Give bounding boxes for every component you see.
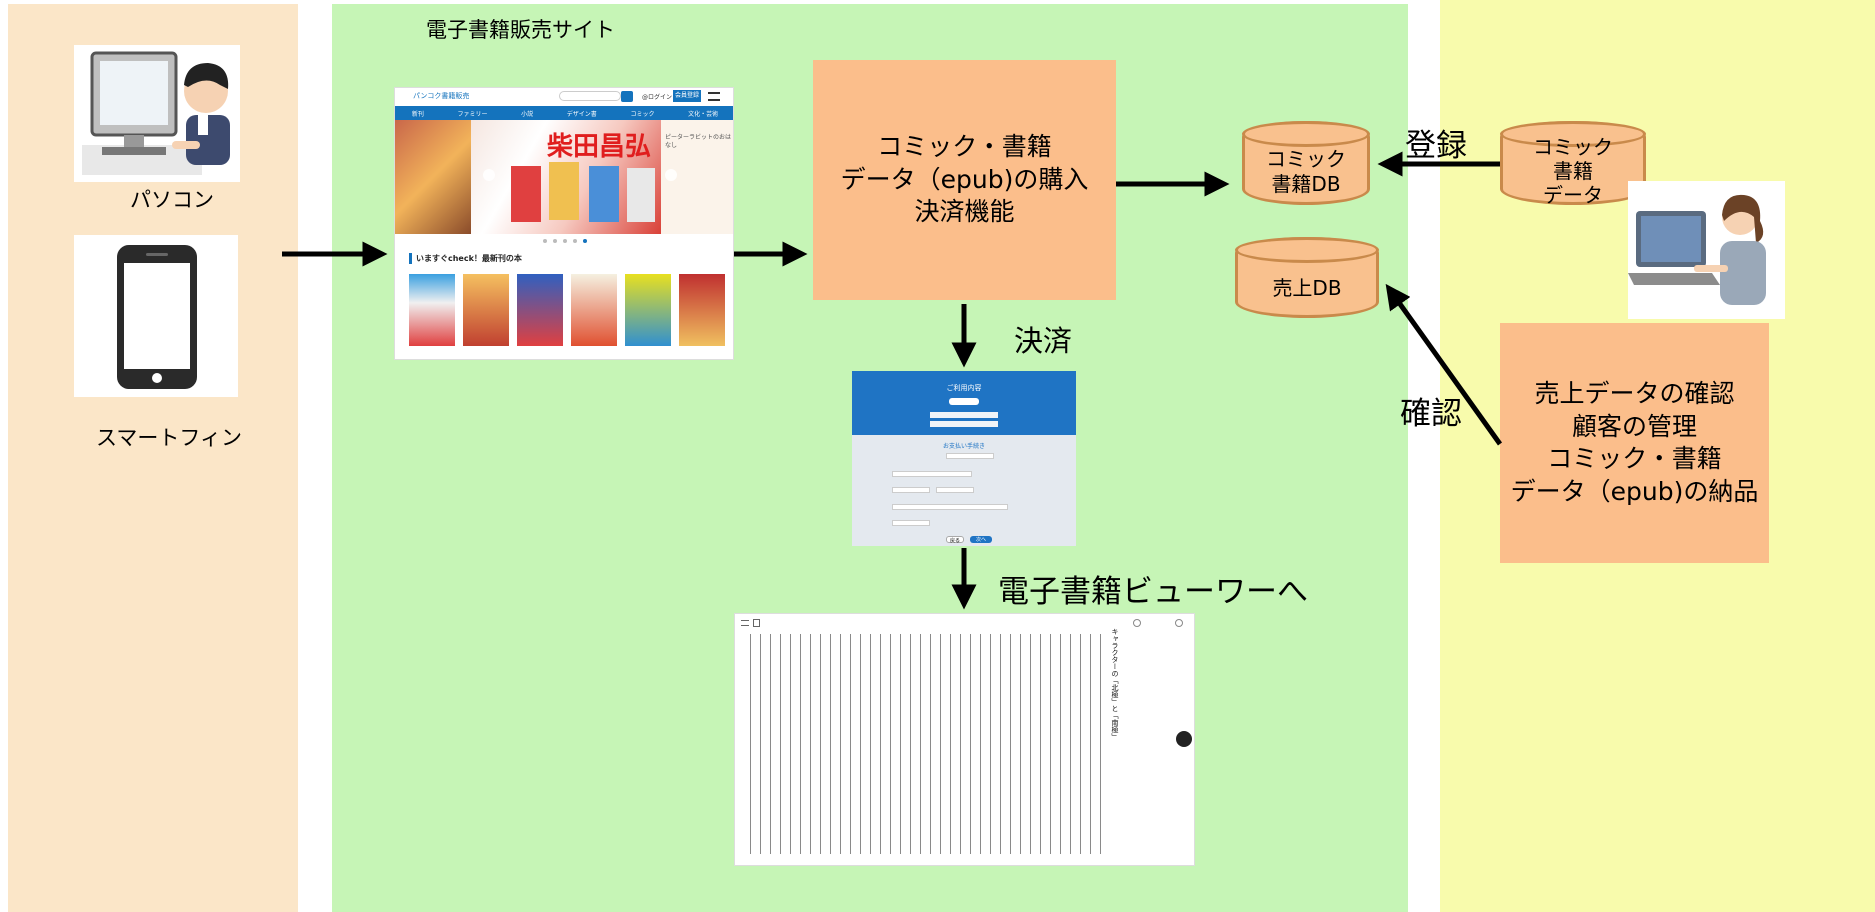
- carousel-dot[interactable]: [553, 239, 557, 243]
- carousel-dot[interactable]: [583, 239, 587, 243]
- sales-db-label: 売上DB: [1272, 276, 1342, 300]
- pc-user-illustration: [74, 45, 240, 182]
- comic-db-line-2: 書籍DB: [1271, 172, 1341, 196]
- banner-title: 柴田昌弘: [547, 132, 652, 162]
- payment-back-button[interactable]: 戻る: [946, 536, 964, 544]
- store-nav: 新刊 ファミリー 小説 デザイン書 コミック 文化・芸術: [395, 106, 733, 120]
- banner-book: [549, 162, 579, 220]
- book-cover[interactable]: [517, 274, 563, 346]
- payment-method-select[interactable]: [946, 453, 994, 459]
- store-header: パンコク書籍販売 @ログイン 会員登録: [395, 88, 733, 106]
- card-number-input[interactable]: [892, 471, 972, 477]
- store-nav-item[interactable]: ファミリー: [457, 110, 488, 118]
- store-nav-item[interactable]: 小説: [521, 110, 534, 118]
- banner-image-main: 柴田昌弘: [471, 120, 661, 234]
- comic-data-line-2: 書籍: [1553, 159, 1593, 183]
- menu-icon[interactable]: [708, 92, 720, 101]
- store-banner[interactable]: 柴田昌弘 ピーターラビットのおはなし: [395, 120, 733, 234]
- purchase-line-2: データ（epub)の購入: [840, 164, 1089, 194]
- viewer-next-page-icon[interactable]: [1176, 731, 1192, 747]
- admin-line-2: 顧客の管理: [1571, 411, 1697, 441]
- to-viewer-label: 電子書籍ビューワーへ: [998, 574, 1308, 610]
- viewer-menu-icon[interactable]: [741, 620, 749, 626]
- smartphone-illustration: [74, 235, 238, 397]
- admin-functions-box: 売上データの確認 顧客の管理 コミック・書籍 データ（epub)の納品: [1500, 323, 1769, 563]
- payment-field[interactable]: [930, 421, 998, 427]
- payment-header: ご利用内容: [852, 371, 1076, 435]
- comic-book-data: コミック 書籍 データ: [1500, 121, 1646, 207]
- store-nav-item[interactable]: コミック: [630, 110, 655, 118]
- store-login-link[interactable]: @ログイン: [642, 94, 673, 101]
- payment-title: ご利用内容: [946, 384, 982, 392]
- payment-plan-chip[interactable]: [949, 398, 979, 405]
- admin-line-1: 売上データの確認: [1534, 379, 1735, 408]
- book-cover[interactable]: [409, 274, 455, 346]
- carousel-dot[interactable]: [543, 239, 547, 243]
- viewer-heading: キャラクターの「北極」と「南極」: [1111, 628, 1119, 740]
- viewer-search-icon[interactable]: [1133, 619, 1141, 627]
- laptop-user-icon: [1628, 194, 1766, 305]
- sales-db: 売上DB: [1235, 237, 1379, 318]
- purchase-line-3: 決済機能: [914, 197, 1015, 227]
- book-cover[interactable]: [679, 274, 725, 346]
- admin-line-4: データ（epub)の納品: [1510, 476, 1759, 506]
- store-search-input[interactable]: [559, 91, 621, 101]
- carousel-next-icon[interactable]: [665, 169, 677, 181]
- store-register-button[interactable]: 会員登録: [673, 90, 701, 102]
- book-cover[interactable]: [571, 274, 617, 346]
- expiry-year-select[interactable]: [936, 487, 974, 493]
- viewer-vertical-text-columns: [745, 634, 1105, 854]
- expiry-month-select[interactable]: [892, 487, 930, 493]
- store-nav-item[interactable]: 文化・芸術: [688, 110, 719, 118]
- viewer-thumbnail: キャラクターの「北極」と「南極」: [734, 613, 1195, 866]
- store-nav-item[interactable]: デザイン書: [566, 110, 597, 118]
- new-release-heading: いますぐcheck！最新刊の本: [409, 253, 522, 264]
- comic-db-line-1: コミック: [1266, 147, 1346, 171]
- admin-user-illustration: [1628, 181, 1785, 319]
- banner-side-text: ピーターラビットのおはなし: [665, 134, 732, 149]
- payment-page-thumbnail: ご利用内容 お支払い手続き 戻る 次へ: [852, 371, 1076, 546]
- register-label: 登録: [1405, 128, 1467, 164]
- banner-book: [627, 168, 655, 222]
- comic-book-db: コミック 書籍DB: [1242, 121, 1370, 205]
- book-cover[interactable]: [463, 274, 509, 346]
- payment-field[interactable]: [930, 412, 998, 418]
- carousel-dot[interactable]: [563, 239, 567, 243]
- purchase-function-box: コミック・書籍 データ（epub)の購入 決済機能: [813, 60, 1116, 300]
- site-title: 電子書籍販売サイト: [426, 18, 615, 42]
- book-cover[interactable]: [625, 274, 671, 346]
- smartphone-label: スマートフィン: [96, 426, 242, 450]
- store-nav-item[interactable]: 新刊: [411, 110, 424, 118]
- carousel-prev-icon[interactable]: [483, 169, 495, 181]
- store-search-button[interactable]: [621, 91, 633, 102]
- payment-next-button[interactable]: 次へ: [970, 536, 992, 543]
- comic-data-line-1: コミック: [1533, 135, 1613, 159]
- viewer-settings-icon[interactable]: [1175, 619, 1183, 627]
- carousel-dots[interactable]: [543, 239, 587, 243]
- pc-label: パソコン: [130, 188, 214, 212]
- store-logo: パンコク書籍販売: [413, 92, 470, 100]
- new-release-list: [409, 274, 729, 352]
- comic-data-line-3: データ: [1543, 183, 1603, 207]
- card-holder-input[interactable]: [892, 504, 1008, 510]
- store-page-thumbnail: パンコク書籍販売 @ログイン 会員登録 新刊 ファミリー 小説 デザイン書 コミ…: [394, 87, 734, 360]
- banner-image-left: [395, 120, 471, 234]
- banner-book: [511, 166, 541, 222]
- carousel-dot[interactable]: [573, 239, 577, 243]
- purchase-line-1: コミック・書籍: [877, 132, 1052, 162]
- payment-section-title: お支払い手続き: [942, 443, 985, 450]
- confirm-label: 確認: [1400, 396, 1462, 432]
- banner-book: [589, 166, 619, 222]
- viewer-bookmark-icon[interactable]: [753, 619, 760, 627]
- payment-count-select[interactable]: [892, 520, 930, 526]
- pc-icon: [82, 51, 230, 175]
- smartphone-icon: [117, 245, 197, 389]
- admin-line-3: コミック・書籍: [1547, 444, 1722, 473]
- payment-label: 決済: [1014, 324, 1073, 358]
